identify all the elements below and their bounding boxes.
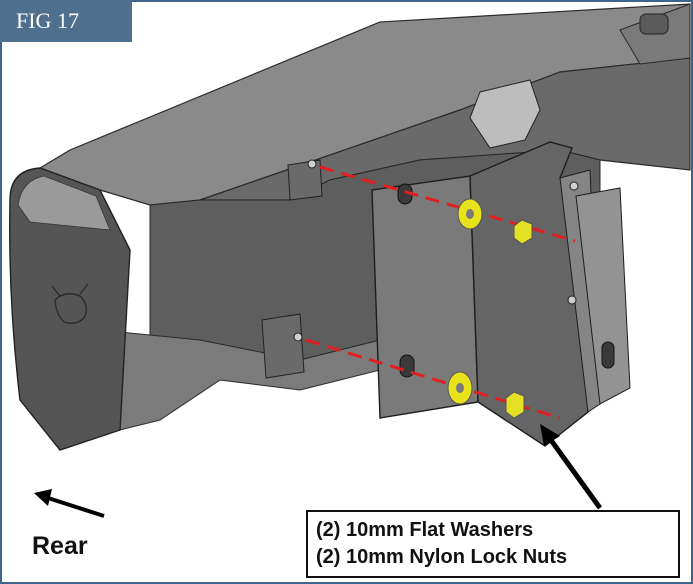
callout-line-washers: (2) 10mm Flat Washers — [316, 519, 534, 541]
upper-mount-plate — [287, 159, 323, 201]
rear-arrow-icon — [34, 489, 105, 518]
rear-direction-label: Rear — [32, 532, 88, 560]
bumper-cutout — [469, 79, 541, 149]
lower-stud — [293, 332, 303, 342]
figure-label: FIG 17 — [0, 0, 132, 42]
lock-nut-upper-icon — [513, 219, 533, 245]
lower-mount-plate — [261, 313, 305, 379]
flat-washer-lower-icon — [447, 371, 473, 405]
bracket-wing-stud-upper — [569, 181, 579, 191]
flat-washer-upper-icon — [457, 198, 483, 230]
callout-arrow-icon — [540, 424, 603, 510]
callout-line-nuts: (2) 10mm Nylon Lock Nuts — [316, 546, 568, 568]
bull-logo-icon — [51, 283, 89, 325]
bumper-slot — [639, 13, 669, 35]
bracket-slot-lower — [399, 354, 415, 378]
hardware-callout: (2) 10mm Flat Washers (2) 10mm Nylon Loc… — [306, 510, 680, 578]
bracket-wing-slot — [601, 341, 615, 369]
bracket-wing-stud-lower — [567, 295, 577, 305]
upper-stud — [307, 159, 317, 169]
bracket-wing — [575, 187, 631, 405]
bumper-end-cap — [9, 167, 131, 451]
lock-nut-lower-icon — [505, 391, 525, 419]
bumper-end-cap-highlight — [17, 175, 111, 231]
